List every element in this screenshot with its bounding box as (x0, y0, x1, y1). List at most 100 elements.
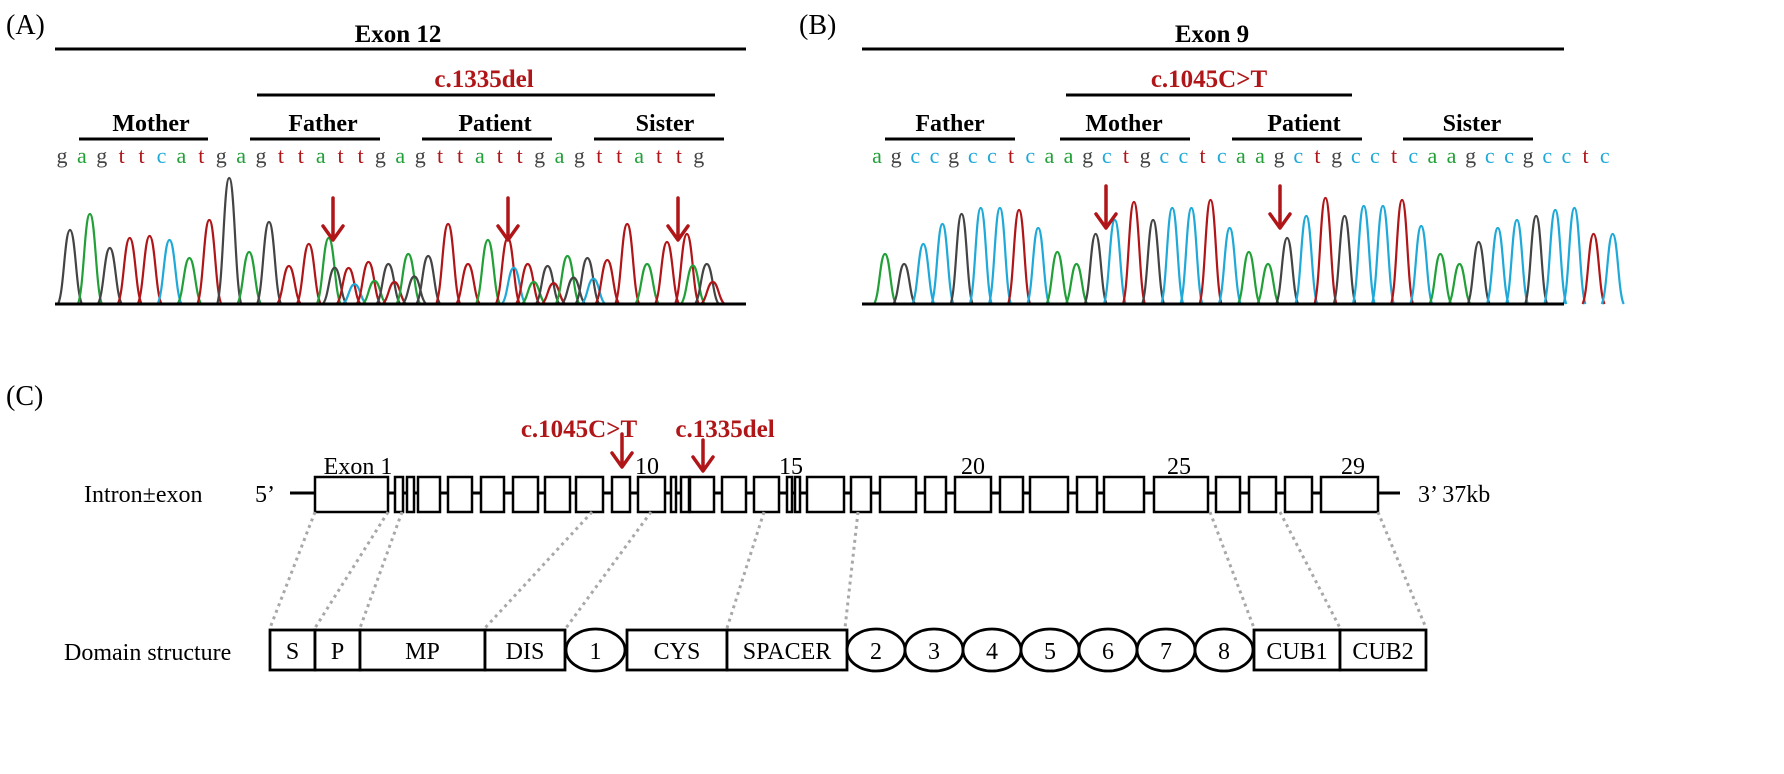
arrow-a-father (321, 196, 345, 242)
trace-peak-overlap (700, 280, 726, 305)
sequence-b-base: t (1391, 143, 1397, 168)
trace-peak (1256, 262, 1280, 305)
domain-label: MP (405, 639, 440, 665)
trace-peak (1600, 232, 1625, 305)
sequence-a-base: g (574, 143, 585, 168)
gene-row-label: Intron±exon (84, 482, 202, 508)
sequence-b-base: a (1447, 143, 1457, 168)
domain-label: 4 (986, 639, 998, 665)
sequence-a-base: t (457, 143, 463, 168)
trace-peak (1045, 250, 1070, 305)
trace-peak (653, 240, 681, 305)
trace-peak (1141, 218, 1166, 305)
trace-peak (136, 234, 163, 305)
exon-box (1247, 475, 1278, 514)
exon-box (785, 475, 794, 514)
trace-peak (196, 218, 223, 305)
domain-label: 8 (1218, 639, 1230, 665)
sequence-b-base: a (1427, 143, 1437, 168)
exon-domain-link (483, 510, 594, 630)
sequence-b-base: a (1236, 143, 1246, 168)
sequence-a-base: g (96, 143, 107, 168)
trace-peak (514, 262, 541, 305)
exon-box (793, 475, 802, 514)
trace-peak (1294, 214, 1319, 305)
trace-peak (1313, 196, 1338, 305)
arrow-c-1 (610, 432, 634, 469)
trace-peak (335, 266, 362, 305)
domain-label: 1 (590, 639, 602, 665)
chromatogram-a (56, 176, 726, 305)
trace-peak (156, 238, 183, 305)
panel-a-letter: (A) (6, 10, 45, 41)
sequence-a-base: t (656, 143, 662, 168)
trace-peak (1160, 206, 1185, 305)
variant-label-b: c.1045C>T (1151, 66, 1268, 93)
sequence-a-base: t (119, 143, 125, 168)
sequence-b-base: c (1351, 143, 1361, 168)
sequence-b-base: c (1370, 143, 1380, 168)
domain-box (1252, 628, 1342, 672)
exon-box (393, 475, 405, 514)
exon-box (679, 475, 691, 514)
trace-peak (594, 258, 621, 305)
exon-number-1: Exon 1 (324, 454, 393, 480)
domain-label: S (286, 639, 299, 665)
sequence-a-base: a (236, 143, 246, 168)
exon-number-15: 15 (779, 454, 803, 480)
trace-peak (634, 262, 661, 305)
exon-boxes (313, 475, 1380, 514)
exon-domain-link (268, 511, 317, 629)
domain-label: 2 (870, 639, 882, 665)
trace-peak (176, 256, 203, 305)
trace-peak (415, 254, 442, 305)
exon-number-10: 10 (635, 454, 659, 480)
domain-label: 7 (1160, 639, 1172, 665)
domain-box (313, 628, 362, 672)
sequence-a-base: g (57, 143, 68, 168)
trace-peak (295, 242, 322, 305)
trace-peak-overlap (560, 276, 587, 305)
group-label-b-sister: Sister (1443, 111, 1502, 137)
variant-label-a: c.1335del (434, 66, 533, 93)
trace-peak (1179, 206, 1204, 305)
exon-box (313, 475, 390, 514)
sequence-a-base: g (415, 143, 426, 168)
variant-label-c-2: c.1335del (675, 416, 774, 443)
sequence-b-base: c (1408, 143, 1418, 168)
group-label-a-mother: Mother (112, 111, 190, 137)
trace-peak (1370, 204, 1395, 305)
trace-peak (554, 254, 581, 305)
exon-box (953, 475, 993, 514)
trace-peak (96, 246, 123, 305)
trace-peak (455, 262, 481, 305)
trace-peak-overlap (679, 264, 706, 305)
trace-peak (1428, 252, 1453, 305)
exon-box (688, 475, 716, 514)
trace-peak-overlap (500, 266, 527, 305)
sequence-b-base: g (1082, 143, 1093, 168)
exon-box (405, 475, 416, 514)
sequence-b-base: g (1465, 143, 1476, 168)
group-label-b-mother: Mother (1085, 111, 1163, 137)
exon-box (752, 475, 781, 514)
trace-peak (1217, 226, 1242, 305)
sequence-a-base: a (77, 143, 87, 168)
group-label-b-father: Father (915, 111, 985, 137)
sequence-b-base: c (1562, 143, 1572, 168)
sequence-b-base: g (948, 143, 959, 168)
sequence-a-base: a (316, 143, 326, 168)
domain-label: CUB1 (1266, 639, 1327, 665)
exon-domain-link (725, 511, 766, 629)
sequence-a-base: t (497, 143, 503, 168)
trace-peak-overlap (381, 280, 408, 305)
trace-peak (1562, 206, 1587, 305)
trace-peak (355, 260, 382, 305)
sequence-b-base: c (1025, 143, 1035, 168)
group-label-a-patient: Patient (458, 111, 531, 137)
exon-box (1283, 475, 1314, 514)
sequence-a-base: t (596, 143, 602, 168)
exon-label-a: Exon 12 (355, 21, 442, 48)
variant-label-c-1: c.1045C>T (521, 416, 638, 443)
sequence-a-base: t (298, 143, 304, 168)
